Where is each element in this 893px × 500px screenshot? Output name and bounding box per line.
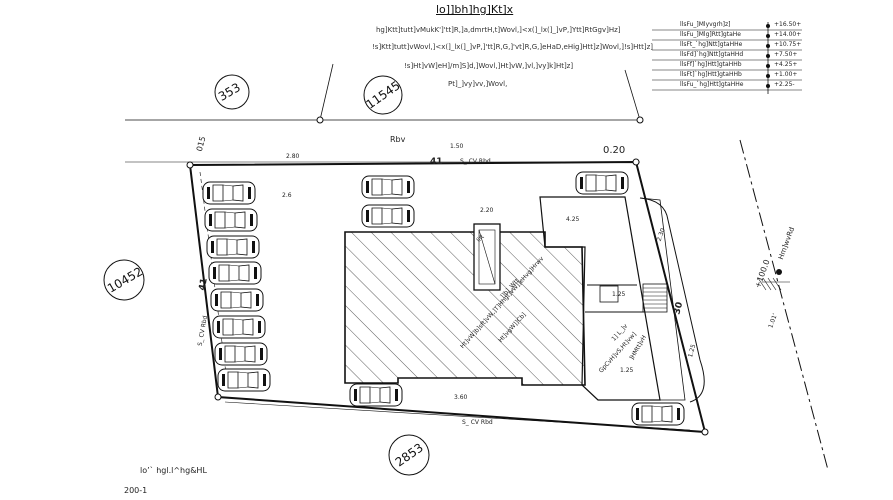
legend-label: llsFt_`hg]Ntt]gtaHHe — [680, 41, 743, 48]
legend-label: llsFu_`hg]Htt]gtaHHe — [680, 81, 744, 88]
footer-line-2: 200-1 — [124, 486, 148, 495]
road-top-label: Rbv — [390, 135, 406, 144]
header-note-2: !s]Ktt]tutt]vWovl,]<x(]_lx(]_]vP,]'tt]R,… — [372, 43, 654, 51]
dim-lower: 1.25 — [620, 367, 634, 374]
dim-bottom: 3.60 — [454, 394, 468, 401]
dim-stair: 1.25 — [612, 291, 626, 298]
footer-line-1: lo’` hgl.l^hg&HL — [140, 466, 207, 475]
legend-row: llsFu_]Mlg]Rtt]gtaHe +14.00+ — [652, 30, 802, 40]
level-legend-lines — [652, 22, 802, 94]
legend-value: +2.25- — [774, 81, 795, 88]
legend-row: llsFt_`hg]Ntt]gtaHHe +10.75+ — [652, 40, 802, 50]
legend-value: +16.50+ — [774, 21, 802, 28]
legend-label: llsFt]`hg]Htt]gtaHHb — [680, 71, 742, 78]
legend-value: +7.50+ — [774, 51, 798, 58]
label-top: 41 — [430, 157, 443, 167]
corner-label-tr: 0.20 — [603, 145, 626, 156]
legend-value: +4.25+ — [774, 61, 798, 68]
legend-label: llsFu_]Mlyvgrh]z] — [680, 21, 731, 28]
legend-value: +10.75+ — [774, 41, 802, 48]
main-building — [344, 223, 586, 386]
right-road — [739, 139, 829, 471]
legend-label: llsFf]`hg]Htt]gtaHHb — [680, 61, 742, 68]
dim-annex: 4.25 — [566, 216, 580, 223]
header-note-3: !s]Ht]vW]eH]/m]S]d,]Wovl,]Ht]vW,]vl,]vy]… — [404, 62, 574, 70]
plot-boundary — [186, 158, 709, 436]
drawing-title: lo]]bh]hg]Kt]x — [436, 3, 514, 16]
road-label: S_ CV Rbd — [460, 158, 491, 165]
legend-value: +1.00+ — [774, 71, 798, 78]
parking-top — [361, 171, 629, 228]
legend-label: llsFu_]Mlg]Rtt]gtaHe — [680, 31, 741, 38]
legend-row: llsFd]`hg]Ntt]gtaHHd +7.50+ — [652, 50, 802, 60]
dim-top: 1.50 — [450, 143, 464, 150]
staircase — [642, 283, 668, 313]
legend-label: llsFd]`hg]Ntt]gtaHHd — [680, 51, 744, 58]
header-note-1: hg]Ktt]tutt]vMukK']'tt]R,]a,dmrtH,t]Wovl… — [376, 26, 621, 34]
legend-row: llsFf]`hg]Htt]gtaHHb +4.25+ — [652, 60, 802, 70]
legend-row: llsFu_]Mlyvgrh]z] +16.50+ — [652, 20, 802, 30]
legend-row: llsFt]`hg]Htt]gtaHHb +1.00+ — [652, 70, 802, 80]
annex-block — [539, 196, 705, 403]
dim-car: 2.20 — [480, 207, 494, 214]
dim-side: 2.80 — [286, 153, 300, 160]
plot-circles — [103, 74, 430, 476]
road-label-bottom: S_ CV Rbd — [462, 419, 493, 426]
header-note-4: Pt]_]vy]vv,]Wovl, — [448, 80, 508, 88]
legend-value: +14.00+ — [774, 31, 802, 38]
dim-left: 2.6 — [282, 192, 292, 199]
legend-row: llsFu_`hg]Htt]gtaHHe +2.25- — [652, 80, 802, 90]
